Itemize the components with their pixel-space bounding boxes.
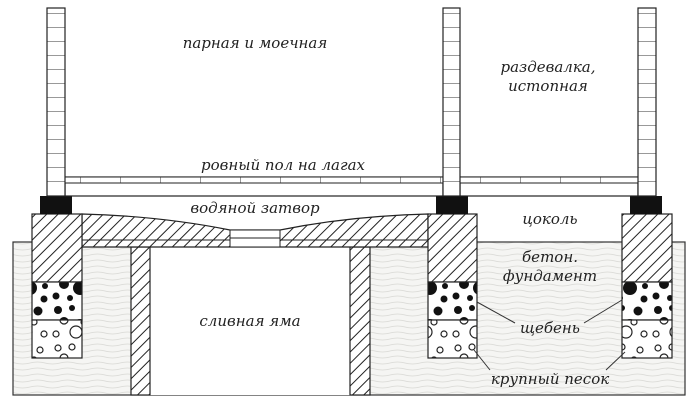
sand-layer bbox=[621, 319, 673, 359]
label-drain-pit: сливная яма bbox=[199, 312, 300, 330]
floor-on-joists bbox=[64, 176, 639, 197]
foundation-right bbox=[621, 196, 673, 359]
concrete-foundation bbox=[621, 213, 673, 283]
leader-line-gravel-right bbox=[583, 299, 623, 324]
sand-layer bbox=[427, 319, 478, 359]
label-dressing-room-2: истопная bbox=[508, 77, 588, 95]
label-floor: ровный пол на лагах bbox=[201, 156, 366, 174]
leader-lines bbox=[473, 299, 626, 371]
plinth-block bbox=[436, 196, 468, 214]
label-foundation-2: фундамент bbox=[503, 267, 597, 285]
pit-wall-right bbox=[349, 246, 371, 396]
label-foundation: бетон. bbox=[522, 248, 578, 266]
plinth-block bbox=[40, 196, 72, 214]
floor-boards-right bbox=[459, 176, 639, 184]
pit-wall-left bbox=[130, 246, 151, 396]
concrete-foundation bbox=[31, 213, 83, 283]
floor-boards-left bbox=[64, 176, 444, 184]
leader-line-gravel-left bbox=[476, 301, 516, 324]
plinth-block bbox=[630, 196, 662, 214]
label-dressing-room: раздевалка, bbox=[500, 58, 595, 76]
sand-layer bbox=[31, 319, 83, 359]
gravel-layer bbox=[427, 281, 478, 321]
label-wash-room: парная и моечная bbox=[183, 34, 328, 52]
concrete-foundation bbox=[427, 213, 478, 283]
foundation-middle bbox=[427, 196, 478, 359]
leader-line-sand-right bbox=[605, 351, 626, 371]
drain-pit bbox=[150, 247, 350, 395]
wall-left bbox=[46, 7, 66, 197]
label-plinth: цоколь bbox=[522, 210, 577, 228]
gravel-layer bbox=[621, 281, 673, 321]
wall-right bbox=[637, 7, 657, 197]
leader-line-sand-left bbox=[473, 349, 491, 371]
label-sand: крупный песок bbox=[491, 370, 609, 388]
wall-middle bbox=[442, 7, 461, 197]
label-water-seal: водяной затвор bbox=[190, 199, 320, 217]
foundation-left bbox=[31, 196, 83, 359]
label-gravel: щебень bbox=[520, 319, 580, 337]
gravel-layer bbox=[31, 281, 83, 321]
